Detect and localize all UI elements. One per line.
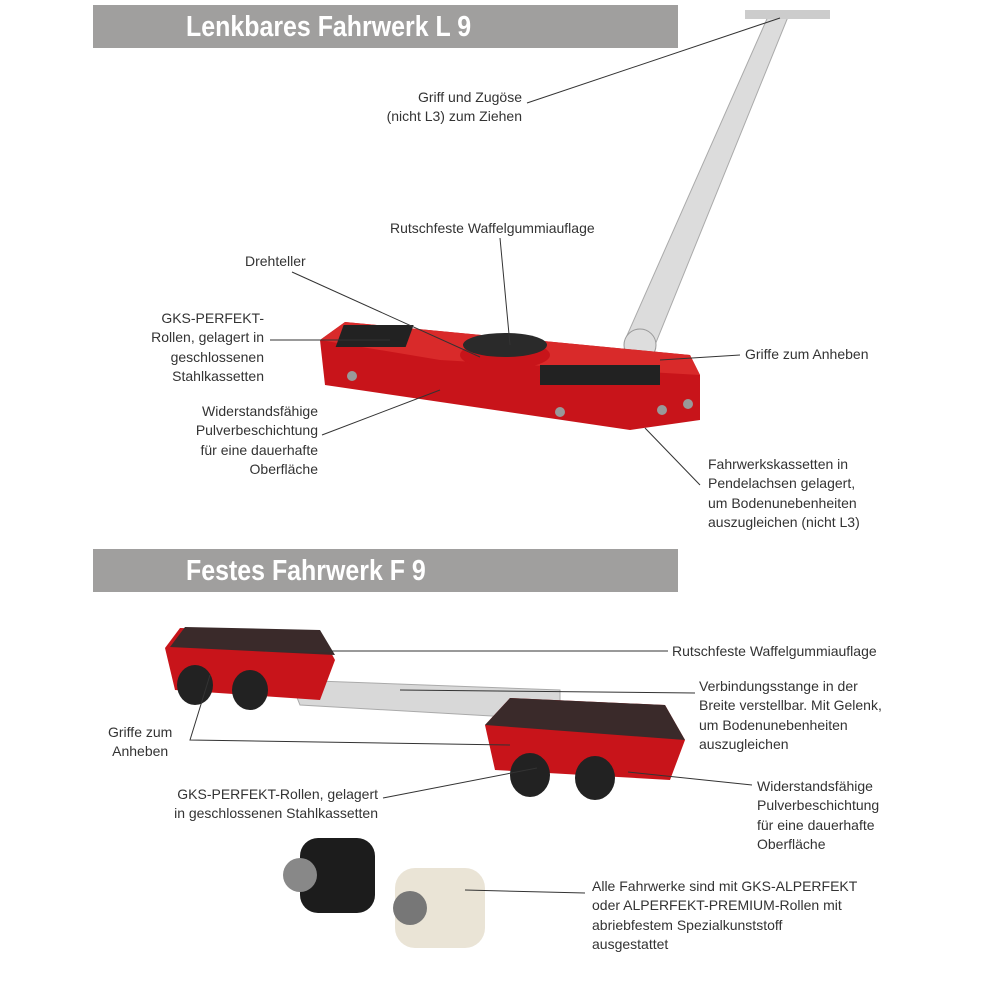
label-line: GKS-PERFEKT-Rollen, gelagert xyxy=(177,786,378,802)
label-line: abriebfestem Spezialkunststoff xyxy=(592,916,783,933)
label-line: Widerstandsfähige xyxy=(757,778,873,794)
label-waffelgummi-f9: Rutschfeste Waffelgummiauflage xyxy=(672,642,877,661)
label-griffe-l9: Griffe zum Anheben xyxy=(745,345,868,364)
label-line: Alle Fahrwerke sind mit GKS-ALPERFEKT xyxy=(592,878,858,894)
label-line: für eine dauerhafte xyxy=(757,816,875,833)
label-line: Rollen, gelagert in xyxy=(151,329,264,346)
label-line: in geschlossenen Stahlkassetten xyxy=(174,805,378,822)
label-line: Verbindungsstange in der xyxy=(699,678,858,694)
label-line: oder ALPERFEKT-PREMIUM-Rollen mit xyxy=(592,897,842,914)
label-line: auszugleichen (nicht L3) xyxy=(708,513,860,530)
label-line: Anheben xyxy=(112,743,169,760)
label-rollen-f9: GKS-PERFEKT-Rollen, gelagert in geschloss… xyxy=(174,785,378,824)
label-line: Griff und Zugöse xyxy=(417,89,522,105)
label-line: Breite verstellbar. Mit Gelenk, xyxy=(699,697,882,714)
f9-trolley-image xyxy=(165,627,685,800)
label-line: GKS-PERFEKT- xyxy=(161,310,264,326)
label-drehteller: Drehteller xyxy=(245,252,306,271)
label-line: Drehteller xyxy=(245,253,306,269)
label-waffelgummi-l9: Rutschfeste Waffelgummiauflage xyxy=(390,219,595,238)
header-bar-f9: Festes Fahrwerk F 9 xyxy=(93,549,678,592)
label-line: Pulverbeschichtung xyxy=(195,422,318,439)
label-line: Fahrwerkskassetten in xyxy=(708,456,849,472)
label-line: (nicht L3) zum Ziehen xyxy=(386,108,522,125)
label-griff-zugoese: Griff und Zugöse (nicht L3) zum Ziehen xyxy=(387,88,522,127)
section-title-l9: Lenkbares Fahrwerk L 9 xyxy=(186,11,472,43)
label-line: Oberfläche xyxy=(757,835,826,852)
label-line: Widerstandsfähige xyxy=(202,403,318,419)
label-line: auszugleichen xyxy=(699,735,789,752)
label-kassetten: Fahrwerkskassetten in Pendelachsen gelage… xyxy=(708,455,860,532)
leader-lines xyxy=(189,17,781,894)
l9-trolley-image xyxy=(320,10,830,430)
section-title-f9: Festes Fahrwerk F 9 xyxy=(186,555,426,587)
label-line: Oberfläche xyxy=(249,460,318,477)
label-line: um Bodenunebenheiten xyxy=(699,716,848,733)
label-line: Stahlkassetten xyxy=(172,367,264,384)
label-rollen-l9: GKS-PERFEKT- Rollen, gelagert in geschloss… xyxy=(151,309,264,386)
label-line: ausgestattet xyxy=(592,935,669,952)
label-line: Griffe zum Anheben xyxy=(745,346,869,362)
label-line: Griffe zum xyxy=(108,724,173,740)
label-line: Pulverbeschichtung xyxy=(757,797,880,814)
label-line: Rutschfeste Waffelgummiauflage xyxy=(672,643,877,659)
label-alle-fahrwerke: Alle Fahrwerke sind mit GKS-ALPERFEKT ode… xyxy=(592,877,857,954)
label-line: für eine dauerhafte xyxy=(200,441,318,458)
label-line: Pendelachsen gelagert, xyxy=(708,475,856,492)
label-line: um Bodenunebenheiten xyxy=(708,494,857,511)
roller-images xyxy=(283,838,485,948)
label-line: Rutschfeste Waffelgummiauflage xyxy=(390,220,595,236)
header-bar-l9: Lenkbares Fahrwerk L 9 xyxy=(93,5,678,48)
label-line: geschlossenen xyxy=(170,348,264,365)
